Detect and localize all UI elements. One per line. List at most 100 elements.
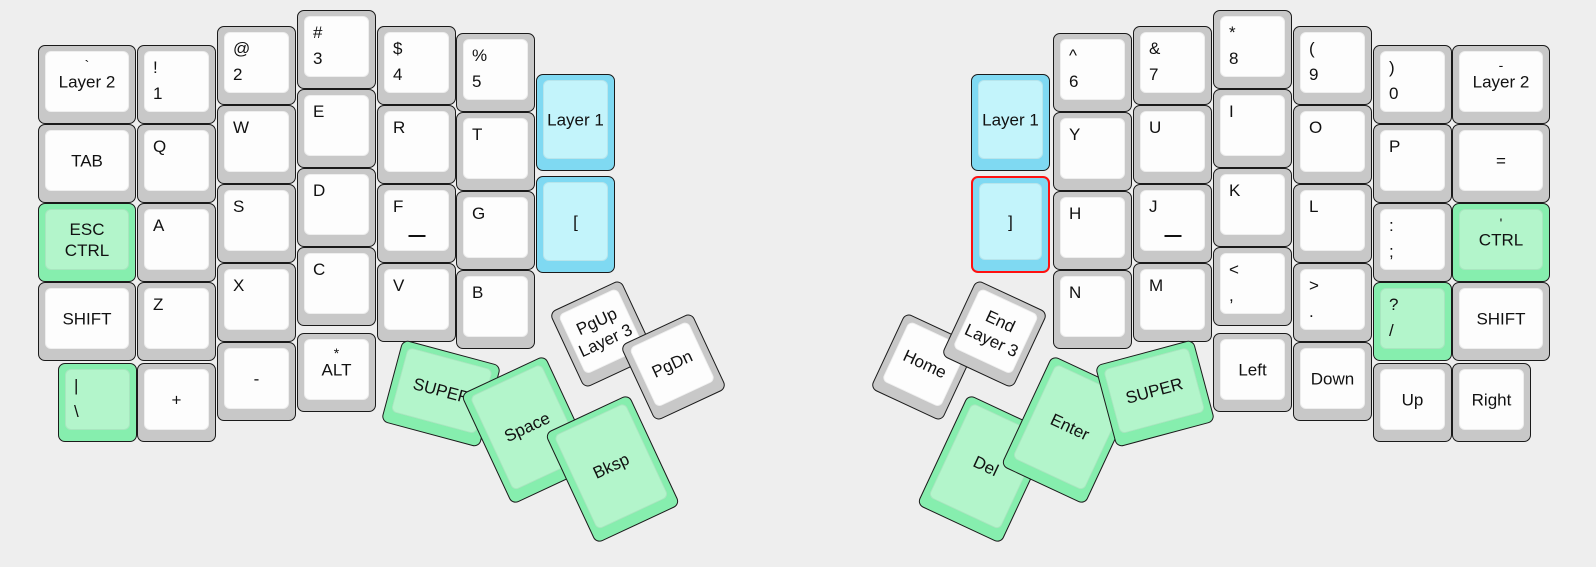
key-l-c3-r5[interactable]: - xyxy=(217,342,296,421)
key-l-c6-r3[interactable]: G xyxy=(456,191,535,270)
key-r-c7-r3[interactable]: 'CTRL xyxy=(1452,203,1550,282)
key-r-c4-r1[interactable]: *8 xyxy=(1213,10,1292,89)
key-legend-main: Up xyxy=(1401,390,1424,409)
key-legend-base: O xyxy=(1309,118,1323,137)
key-l-c2-r2[interactable]: Q xyxy=(137,124,216,203)
key-r-c1-r2[interactable]: ] xyxy=(971,176,1050,273)
key-r-c7-r4[interactable]: SHIFT xyxy=(1452,282,1550,361)
key-l-c4-r3[interactable]: D xyxy=(297,168,376,247)
key-r-c6-r5[interactable]: Up xyxy=(1373,363,1452,442)
key-l-c2-r1[interactable]: !1 xyxy=(137,45,216,124)
key-face: [ xyxy=(543,182,608,261)
key-r-c2-r1[interactable]: ^6 xyxy=(1053,33,1132,112)
key-l-c3-r3[interactable]: S xyxy=(217,184,296,263)
key-legend-shifted: ? xyxy=(1389,295,1399,314)
key-r-c4-r4[interactable]: <, xyxy=(1213,247,1292,326)
key-legend-main: Left xyxy=(1238,360,1267,379)
key-face: Down xyxy=(1300,348,1365,409)
key-r-c3-r1[interactable]: &7 xyxy=(1133,26,1212,105)
key-r-c6-r1[interactable]: )0 xyxy=(1373,45,1452,124)
key-r-c1-r1[interactable]: Layer 1 xyxy=(971,74,1050,171)
key-l-c2-r4[interactable]: Z xyxy=(137,282,216,361)
key-r-c5-r1[interactable]: (9 xyxy=(1293,26,1372,105)
key-face: V xyxy=(384,269,449,330)
key-l-c1-r1[interactable]: `Layer 2 xyxy=(38,45,136,124)
key-legend-base: 5 xyxy=(472,72,482,91)
key-legend-main: SHIFT xyxy=(62,309,112,328)
key-legend-base: W xyxy=(233,118,250,137)
key-l-c5-r3[interactable]: F xyxy=(377,184,456,263)
key-legend-main: SHIFT xyxy=(1476,309,1526,328)
key-legend-base: 4 xyxy=(393,65,403,84)
key-legend-main: = xyxy=(1496,151,1506,170)
key-legend-base: B xyxy=(472,283,484,302)
key-r-c7-r1[interactable]: -Layer 2 xyxy=(1452,45,1550,124)
key-r-th-super[interactable]: SUPER xyxy=(1094,339,1216,448)
key-face: ^6 xyxy=(1060,39,1125,100)
key-face: Left xyxy=(1220,339,1285,400)
key-l-c1-r4[interactable]: SHIFT xyxy=(38,282,136,361)
key-legend-main: Enter xyxy=(1047,409,1093,445)
key-legend-base: V xyxy=(393,276,405,295)
key-face: O xyxy=(1300,111,1365,172)
key-face: TAB xyxy=(45,130,129,191)
key-face: :; xyxy=(1380,209,1445,270)
key-l-c3-r4[interactable]: X xyxy=(217,263,296,342)
key-face: Layer 1 xyxy=(543,80,608,159)
key-legend-main: ALT xyxy=(321,360,352,379)
key-l-c4-r1[interactable]: #3 xyxy=(297,10,376,89)
key-l-c4-r5[interactable]: *ALT xyxy=(297,333,376,412)
key-legend-base: X xyxy=(233,276,245,295)
key-face: Bksp xyxy=(553,402,670,531)
key-r-c6-r4[interactable]: ?/ xyxy=(1373,282,1452,361)
key-r-c6-r2[interactable]: P xyxy=(1373,124,1452,203)
key-l-c2-r5[interactable]: + xyxy=(137,363,216,442)
key-l-c1-r2[interactable]: TAB xyxy=(38,124,136,203)
key-legend-shifted: * xyxy=(1229,23,1236,42)
key-l-c5-r4[interactable]: V xyxy=(377,263,456,342)
key-r-c3-r3[interactable]: J xyxy=(1133,184,1212,263)
key-r-c6-r3[interactable]: :; xyxy=(1373,203,1452,282)
key-legend-base: J xyxy=(1149,197,1158,216)
key-l-c7-r1[interactable]: Layer 1 xyxy=(536,74,615,171)
key-legend-main: [ xyxy=(573,212,578,231)
key-legend-shifted: < xyxy=(1229,260,1239,279)
key-r-c2-r3[interactable]: H xyxy=(1053,191,1132,270)
key-l-c1-r5[interactable]: |\ xyxy=(58,363,137,442)
key-r-c2-r4[interactable]: N xyxy=(1053,270,1132,349)
key-l-c3-r2[interactable]: W xyxy=(217,105,296,184)
key-l-c2-r3[interactable]: A xyxy=(137,203,216,282)
key-l-c3-r1[interactable]: @2 xyxy=(217,26,296,105)
key-l-c6-r1[interactable]: %5 xyxy=(456,33,535,112)
key-legend-shifted: > xyxy=(1309,276,1319,295)
key-face: R xyxy=(384,111,449,172)
key-l-c6-r2[interactable]: T xyxy=(456,112,535,191)
key-l-c5-r2[interactable]: R xyxy=(377,105,456,184)
key-l-c5-r1[interactable]: $4 xyxy=(377,26,456,105)
key-face: Q xyxy=(144,130,209,191)
key-r-c4-r5[interactable]: Left xyxy=(1213,333,1292,412)
key-legend-main: Right xyxy=(1471,390,1512,409)
key-l-c7-r2[interactable]: [ xyxy=(536,176,615,273)
key-r-c5-r3[interactable]: L xyxy=(1293,184,1372,263)
key-r-c3-r2[interactable]: U xyxy=(1133,105,1212,184)
key-l-c4-r4[interactable]: C xyxy=(297,247,376,326)
key-r-c3-r4[interactable]: M xyxy=(1133,263,1212,342)
key-legend-base: S xyxy=(233,197,245,216)
key-r-c5-r2[interactable]: O xyxy=(1293,105,1372,184)
key-l-c1-r3[interactable]: ESC CTRL xyxy=(38,203,136,282)
key-r-c4-r2[interactable]: I xyxy=(1213,89,1292,168)
key-r-c2-r2[interactable]: Y xyxy=(1053,112,1132,191)
key-legend-base: 9 xyxy=(1309,65,1319,84)
key-l-c6-r4[interactable]: B xyxy=(456,270,535,349)
key-r-c7-r2[interactable]: = xyxy=(1452,124,1550,203)
key-r-c4-r3[interactable]: K xyxy=(1213,168,1292,247)
key-r-c7-r5[interactable]: Right xyxy=(1452,363,1531,442)
key-face: C xyxy=(304,253,369,314)
key-face: `Layer 2 xyxy=(45,51,129,112)
key-l-c4-r2[interactable]: E xyxy=(297,89,376,168)
key-r-c5-r4[interactable]: >. xyxy=(1293,263,1372,342)
key-legend-base: M xyxy=(1149,276,1164,295)
key-r-c5-r5[interactable]: Down xyxy=(1293,342,1372,421)
